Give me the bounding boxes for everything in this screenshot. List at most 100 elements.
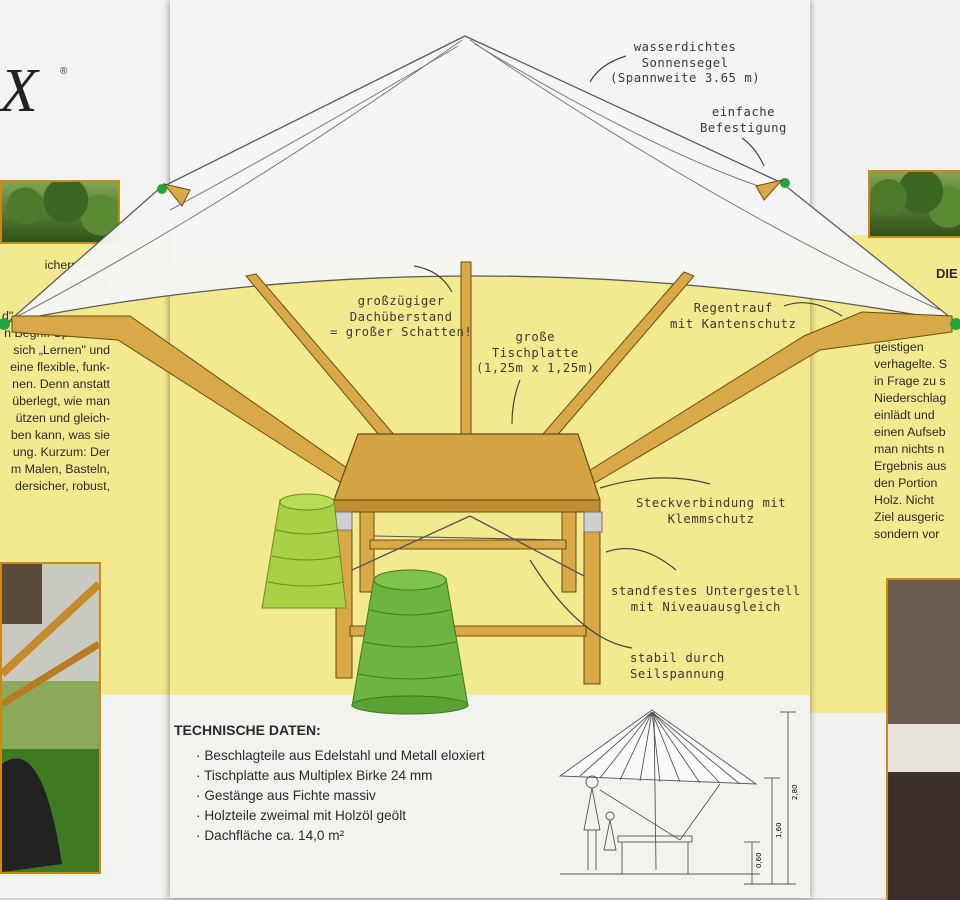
right-brochure-panel: DIE geistigen verhagelte. S in Frage zu … — [800, 0, 960, 900]
tech-data-item: Tischplatte aus Multiplex Birke 24 mm — [196, 766, 485, 786]
annotation-line: Tischplatte — [491, 345, 579, 360]
right-garden-photo — [868, 170, 960, 238]
annotation-line: (1,25m x 1,25m) — [476, 361, 595, 375]
left-text-line: m Malen, Basteln, — [10, 462, 110, 476]
annotation-rope: stabil durch Seilspannung — [630, 651, 725, 682]
annotation-line: Befestigung — [700, 120, 787, 135]
left-text-line: ben kann, was sie — [10, 428, 110, 442]
stool-front — [351, 569, 469, 715]
right-text-line: sondern vor — [874, 527, 940, 541]
leader-fixing — [741, 137, 765, 167]
annotation-line: Steckverbindung mit — [636, 496, 787, 510]
tech-data-item: Gestänge aus Fichte massiv — [196, 786, 485, 806]
right-text-line: Ziel ausgeric — [874, 510, 945, 524]
annotation-overhang: großzügiger Dachüberstand = großer Schat… — [330, 294, 472, 341]
tech-data-list: Beschlagteile aus Edelstahl und Metall e… — [196, 746, 485, 846]
left-playground-photo — [0, 562, 101, 874]
right-body-text: geistigen verhagelte. S in Frage zu s Ni… — [874, 339, 947, 543]
brand-logo: X — [0, 57, 38, 125]
annotation-line: große — [515, 330, 556, 344]
annotation-line: Dachüberstand — [349, 309, 453, 324]
leader-gutter — [783, 302, 843, 317]
tech-data-item: Dachfläche ca. 14,0 m² — [196, 826, 485, 846]
left-brochure-panel: X ® ichermaßen rketing. d" und n Begriff… — [0, 0, 195, 898]
fixing-point-right — [950, 318, 960, 330]
stool-back — [261, 493, 347, 609]
dimension-sketch — [558, 709, 796, 885]
tabletop — [333, 433, 601, 501]
tension-rope-2 — [469, 515, 585, 577]
dimension-mid: 1,60 — [775, 822, 783, 838]
bracket-back-left — [162, 183, 191, 207]
pole-front-left — [11, 315, 386, 501]
annotation-line: standfestes Untergestell — [611, 584, 801, 598]
brand-registered-mark: ® — [60, 66, 68, 77]
annotation-line: stabil durch — [630, 651, 725, 665]
dimension-total: 2,80 — [791, 784, 799, 800]
right-text-line: verhagelte. S — [874, 357, 948, 371]
tech-data-item: Beschlagteile aus Edelstahl und Metall e… — [196, 746, 484, 766]
annotation-sail: wasserdichtes Sonnensegel (Spannweite 3.… — [610, 40, 760, 87]
callout-leaders — [413, 55, 843, 649]
bracket-back-right — [755, 179, 784, 201]
annotation-base: standfestes Untergestell mit Niveauausgl… — [611, 584, 801, 615]
left-garden-photo — [0, 180, 120, 244]
annotation-line: großzügiger — [357, 294, 445, 308]
annotation-line: mit Kantenschutz — [670, 316, 797, 331]
table-rail-back — [369, 539, 567, 550]
fixing-point-back-right — [780, 178, 790, 188]
annotation-gutter: Regentrauf mit Kantenschutz — [670, 301, 796, 332]
clamp-guard-right — [583, 511, 603, 533]
table-leg-back-left — [359, 507, 375, 593]
table-rail-bottom — [349, 625, 587, 637]
annotation-line: Regentrauf — [693, 301, 773, 315]
annotation-line: wasserdichtes — [633, 40, 737, 54]
fixing-point-left — [0, 318, 10, 330]
right-heading: DIE — [936, 266, 958, 281]
sun-sail — [5, 35, 957, 324]
playground-photo-svg — [2, 564, 99, 872]
annotation-fixing: einfache Befestigung — [700, 105, 787, 136]
left-text-line: überlegt, wie man — [12, 394, 110, 408]
annotation-line: (Spannweite 3.65 m) — [610, 71, 761, 85]
leader-joint — [599, 477, 711, 489]
tech-data-item: Holzteile zweimal mit Holzöl geölt — [196, 806, 485, 826]
leader-rope — [529, 559, 633, 649]
annotation-line: Sonnensegel — [641, 55, 729, 70]
right-text-line: den Portion — [874, 476, 938, 490]
table-leg-front-right — [583, 509, 601, 685]
leader-sail — [589, 55, 627, 83]
left-text-line: dersicher, robust, — [14, 479, 110, 493]
sketch-person — [583, 775, 601, 870]
right-text-line: Niederschlag — [874, 391, 947, 405]
right-text-line: geistigen — [874, 340, 924, 354]
tension-rope-1 — [351, 515, 471, 571]
sketch-sail — [558, 709, 758, 785]
leader-overhang — [413, 265, 453, 293]
annotation-line: = großer Schatten! — [330, 325, 473, 339]
right-text-line: Ergebnis aus — [874, 459, 947, 473]
annotation-tabletop: große Tischplatte (1,25m x 1,25m) — [476, 330, 595, 377]
left-text-line: sich „Lernen" und — [13, 343, 110, 357]
annotation-line: Seilspannung — [630, 666, 725, 681]
tabletop-edge — [333, 499, 601, 513]
annotation-line: Klemmschutz — [667, 511, 755, 526]
tension-rope-3 — [373, 535, 567, 541]
left-text-line: ung. Kurzum: Der — [12, 445, 110, 459]
right-wood-photo — [886, 578, 960, 900]
sail-seam-right — [474, 43, 771, 191]
left-text-line: nen. Denn anstatt — [12, 377, 110, 391]
fixing-point-back-left — [157, 184, 167, 194]
left-text-line: ützen und gleich- — [15, 411, 110, 425]
leader-base — [605, 548, 677, 571]
sail-seam-left — [169, 45, 459, 211]
pole-front-right — [550, 311, 953, 501]
tech-data-title: TECHNISCHE DATEN: — [174, 722, 321, 738]
sail-seam-right-low — [469, 39, 941, 311]
left-text-line: eine flexible, funk- — [10, 360, 110, 374]
annotation-joint: Steckverbindung mit Klemmschutz — [636, 496, 786, 527]
annotation-line: einfache — [711, 105, 776, 119]
right-text-line: in Frage zu s — [874, 374, 946, 388]
right-text-line: Holz. Nicht — [874, 493, 934, 507]
